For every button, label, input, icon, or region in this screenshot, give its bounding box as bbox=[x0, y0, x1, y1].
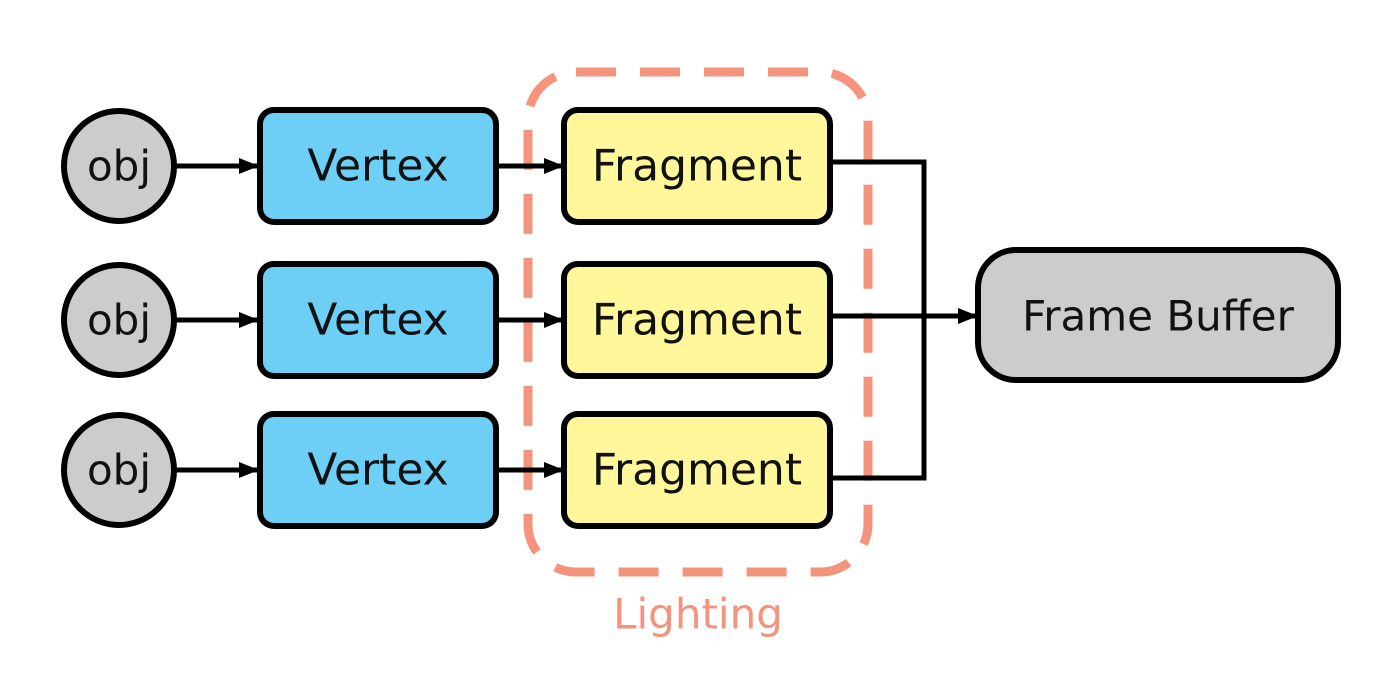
vertex-node-label: Vertex bbox=[307, 295, 448, 346]
fragment-node bbox=[561, 107, 833, 225]
fragment-node bbox=[561, 411, 833, 529]
fragment-node-label: Fragment bbox=[592, 141, 802, 192]
framebuffer-node-label: Frame Buffer bbox=[1022, 292, 1294, 341]
pipeline-row-2: obj Vertex Fragment bbox=[61, 261, 833, 379]
obj-node-label: obj bbox=[87, 142, 151, 191]
obj-node-label: obj bbox=[87, 296, 151, 345]
lighting-group-label: Lighting bbox=[613, 590, 783, 639]
obj-node bbox=[61, 412, 177, 528]
framebuffer-node bbox=[975, 247, 1341, 383]
connector-fragment-1-to-bus bbox=[830, 159, 927, 481]
fragment-node-label: Fragment bbox=[592, 295, 802, 346]
vertex-node-label: Vertex bbox=[307, 445, 448, 496]
pipeline-row-3: obj Vertex Fragment bbox=[61, 411, 833, 529]
obj-node-label: obj bbox=[87, 446, 151, 495]
fragment-node-label: Fragment bbox=[592, 445, 802, 496]
obj-node bbox=[61, 262, 177, 378]
fragment-node bbox=[561, 261, 833, 379]
pipeline-row-1: obj Vertex Fragment bbox=[61, 107, 833, 225]
vertex-node-label: Vertex bbox=[307, 141, 448, 192]
obj-node bbox=[61, 108, 177, 224]
